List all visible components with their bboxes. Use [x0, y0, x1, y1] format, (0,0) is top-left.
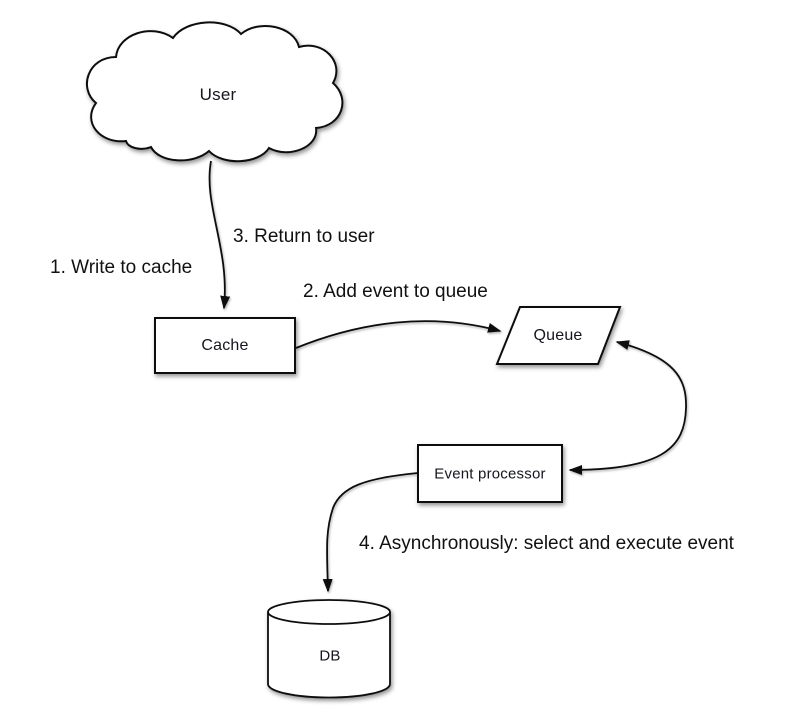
edge-cache-to-queue: [295, 320, 502, 349]
edge-user-to-cache: [208, 160, 231, 310]
edge-queue-event-processor: [568, 340, 687, 475]
edge-event-processor-to-db: [322, 472, 419, 593]
user-cloud-shape: [86, 21, 344, 163]
cache-box: [154, 317, 296, 374]
event-processor-box: [417, 444, 563, 503]
db-cylinder: [267, 599, 391, 699]
queue-parallelogram: [495, 306, 622, 365]
